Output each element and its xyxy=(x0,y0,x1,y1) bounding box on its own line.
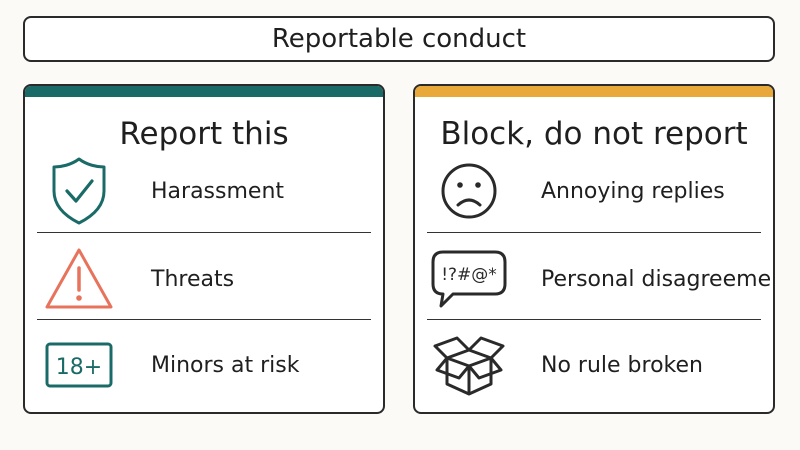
age-18-plus-icon: 18+ xyxy=(45,342,113,388)
annoying-replies-label: Annoying replies xyxy=(541,178,725,204)
threats-label: Threats xyxy=(151,266,235,292)
amber-accent-bar xyxy=(415,86,773,97)
age-18-plus-text: 18+ xyxy=(56,355,102,380)
page-title: Reportable conduct xyxy=(271,24,527,54)
divider xyxy=(427,232,761,233)
list-item-no-rule-broken: No rule broken xyxy=(427,322,761,408)
list-item-harassment: Harassment xyxy=(37,148,371,234)
grawlix-text: !?#@* xyxy=(441,265,497,285)
warning-triangle-icon xyxy=(45,248,113,309)
harassment-label: Harassment xyxy=(151,178,285,204)
empty-box-icon xyxy=(433,336,505,396)
divider xyxy=(37,319,371,320)
title-banner: Reportable conduct xyxy=(23,16,775,62)
list-item-minors-at-risk: 18+ Minors at risk xyxy=(37,322,371,408)
list-item-personal-disagreement: !?#@* Personal disagreement xyxy=(427,236,773,322)
no-rule-broken-label: No rule broken xyxy=(541,352,703,378)
teal-accent-bar xyxy=(25,86,383,97)
list-item-annoying-replies: Annoying replies xyxy=(427,148,761,234)
frown-face-icon xyxy=(441,163,497,219)
list-item-threats: Threats xyxy=(37,236,371,322)
report-this-heading: Report this xyxy=(119,116,289,152)
block-heading: Block, do not report xyxy=(440,116,748,152)
minors-at-risk-label: Minors at risk xyxy=(151,352,300,378)
speech-bubble-icon: !?#@* xyxy=(431,250,507,308)
block-do-not-report-panel: Block, do not report Annoying replies !?… xyxy=(413,84,775,414)
personal-disagreement-label: Personal disagreement xyxy=(541,266,775,292)
divider xyxy=(427,319,761,320)
report-this-panel: Report this Harassment Threats 18+ xyxy=(23,84,385,414)
shield-check-icon xyxy=(52,157,106,225)
divider xyxy=(37,232,371,233)
